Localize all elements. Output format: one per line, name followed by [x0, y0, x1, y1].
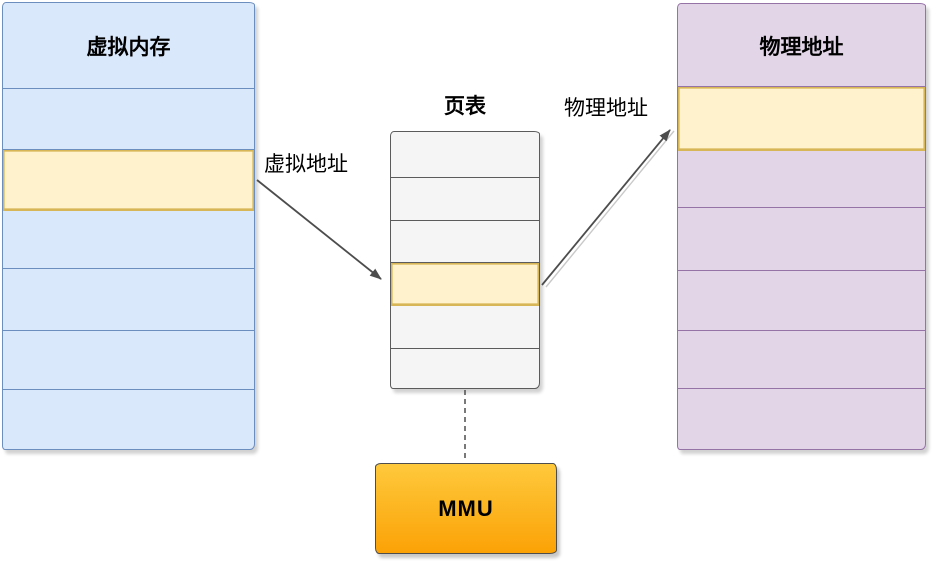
- virtual-address-label: 虚拟地址: [264, 153, 348, 176]
- virtual-memory-row: [3, 331, 254, 390]
- mmu-label: MMU: [438, 495, 494, 521]
- virtual-memory-row: [3, 211, 254, 269]
- page-table: [390, 131, 540, 389]
- mmu-box: MMU: [375, 463, 557, 554]
- physical-memory-row: [678, 151, 925, 208]
- page-table-row: [391, 221, 539, 263]
- virtual-memory-row: [3, 390, 254, 449]
- virtual-memory-row-highlighted: [3, 150, 254, 211]
- physical-memory-row: [678, 331, 925, 389]
- physical-memory-row-highlighted: [678, 87, 925, 151]
- virtual-address-arrow: [256, 179, 382, 280]
- physical-memory-row: [678, 271, 925, 331]
- page-table-row: [391, 132, 539, 178]
- physical-memory-row: [678, 208, 925, 271]
- virtual-memory-row: [3, 89, 254, 150]
- physical-address-label: 物理地址: [564, 97, 648, 120]
- page-table-row-highlighted: [391, 263, 539, 306]
- physical-address-arrow-echo: [545, 130, 675, 288]
- physical-address-arrow: [541, 129, 671, 286]
- physical-memory-row: [678, 4, 925, 87]
- page-table-title: 页表: [444, 95, 486, 118]
- physical-memory-row: [678, 389, 925, 449]
- physical-memory-column: 物理地址: [677, 3, 926, 450]
- virtual-memory-row: [3, 3, 254, 89]
- page-table-row: [391, 349, 539, 388]
- virtual-memory-row: [3, 269, 254, 331]
- virtual-memory-column: 虚拟内存: [2, 2, 255, 450]
- page-table-row: [391, 306, 539, 349]
- page-table-row: [391, 178, 539, 221]
